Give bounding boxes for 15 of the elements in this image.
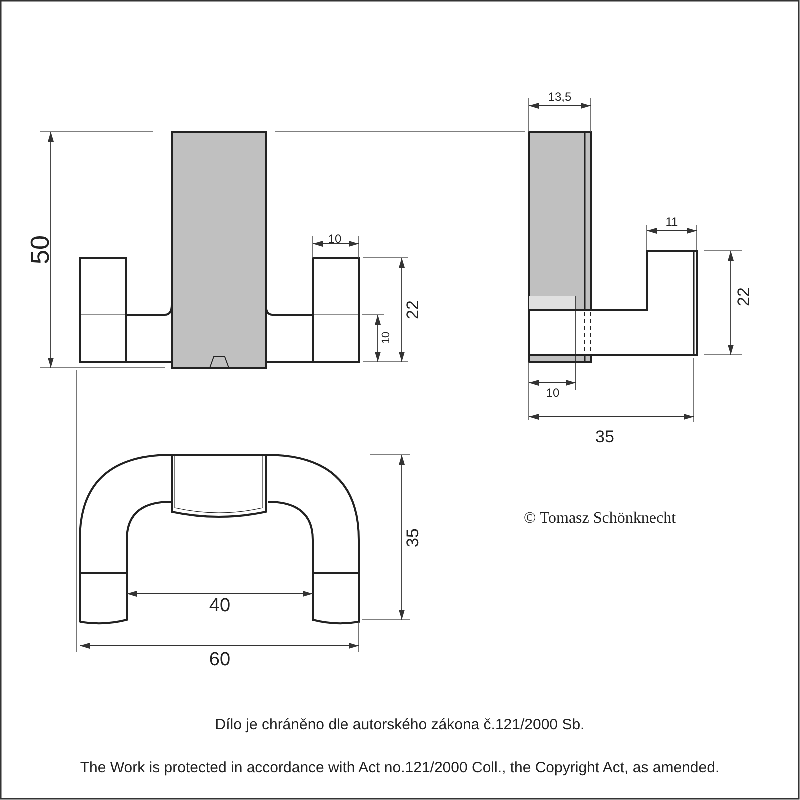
footer-note: The Work is protected in accordance with Act no.121/2000 Coll., the Copyright Act, as amended. bbox=[80, 760, 720, 776]
dimension-label: 35 bbox=[404, 528, 422, 548]
footer-note: Dílo je chráněno dle autorského zákona č.121/2000 Sb. bbox=[215, 718, 585, 732]
dimension-label: 35 bbox=[596, 428, 614, 446]
dimension-label: 60 bbox=[209, 650, 231, 670]
dimension-label: 13,5 bbox=[548, 91, 572, 103]
copyright-notice: © Tomasz Schönknecht bbox=[524, 511, 676, 527]
dimension-label: 10 bbox=[382, 332, 392, 344]
dimension-label: 22 bbox=[404, 300, 422, 320]
dimension-label: 10 bbox=[546, 387, 560, 399]
dimension-label: 11 bbox=[666, 216, 678, 228]
dimension-label: 50 bbox=[27, 236, 53, 264]
dimension-label: 10 bbox=[328, 233, 342, 245]
dimension-label: 22 bbox=[736, 288, 752, 306]
dimension-label: 40 bbox=[209, 596, 231, 616]
